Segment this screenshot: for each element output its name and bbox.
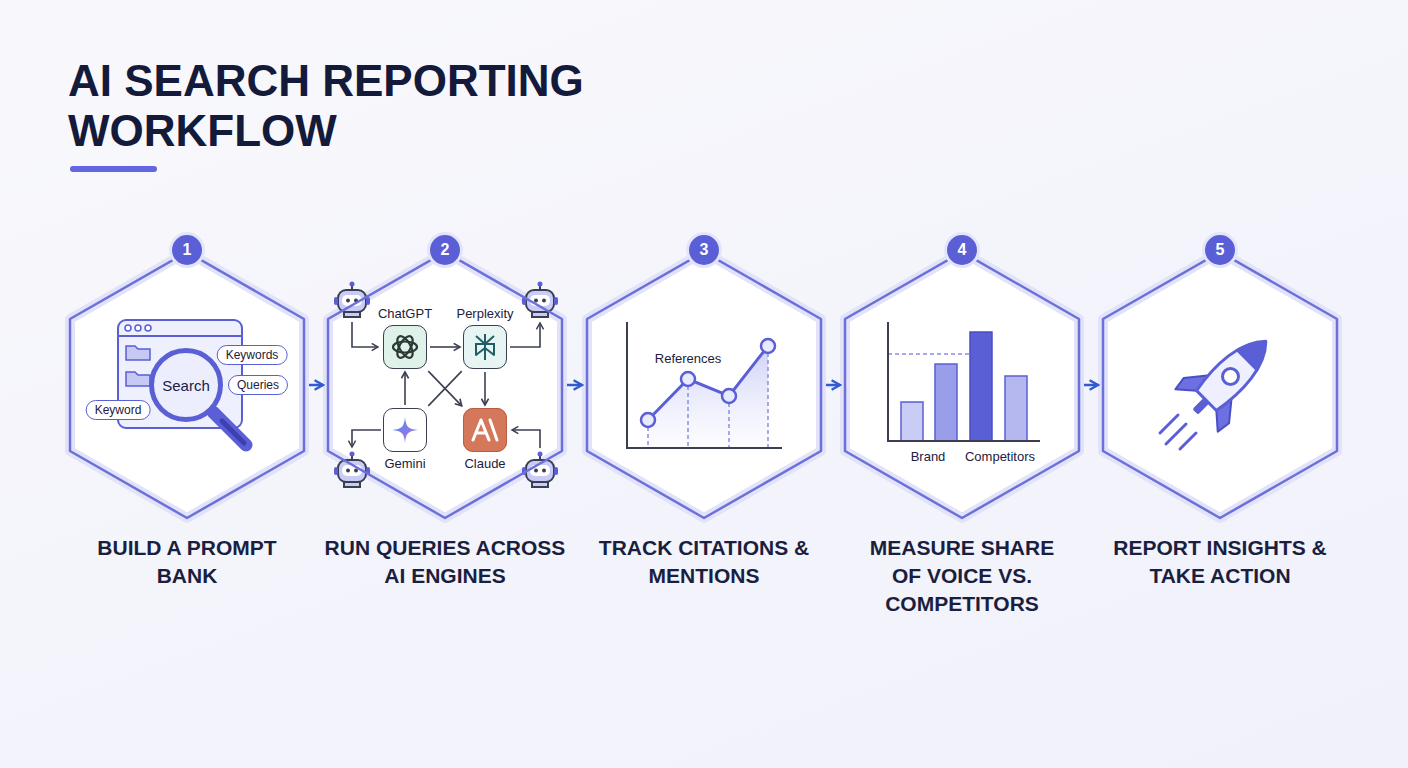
ai-engine-tile: Perplexity [463,325,507,369]
ai-engine-tile: ChatGPT [383,325,427,369]
step-caption: RUN QUERIES ACROSS AI ENGINES [325,536,566,587]
step-caption: REPORT INSIGHTS & TAKE ACTION [1113,536,1327,587]
pill-text: Keyword [95,403,142,417]
step-hexagon: REPORT INSIGHTS & TAKE ACTION5 [1101,250,1339,520]
hexagon-outline [843,250,1081,520]
engine-arrow [484,372,486,405]
keyword-pill: Queries [228,375,288,395]
flow-arrow [567,384,582,387]
engine-name-box: ChatGPT [378,306,432,321]
engine-name: Gemini [384,456,425,471]
step-number: 1 [169,232,205,268]
keyword-pill: Keyword [86,400,151,420]
caption-box: TRACK CITATIONS & MENTIONS [591,534,817,590]
ai-engine-tile: Gemini [383,408,427,452]
pill-text: Queries [237,378,279,392]
caption-box: BUILD A PROMPT BANK [92,534,282,590]
caption-box: RUN QUERIES ACROSS AI ENGINES [314,534,576,590]
step-number: 3 [686,232,722,268]
search-lens: Search [149,348,223,422]
engine-arrow [428,371,461,406]
hexagon-outline [1101,250,1339,520]
step-hexagon: BUILD A PROMPT BANK1KeywordsSearchQuerie… [68,250,306,520]
step-hexagon: MEASURE SHARE OF VOICE VS. COMPETITORS4 [843,250,1081,520]
chart-label: References [655,351,721,366]
chart-label: Competitors [965,449,1035,464]
engine-arrow [430,346,460,348]
flow-arrow [309,384,323,387]
step-number: 4 [944,232,980,268]
step-number-text: 5 [1216,241,1225,259]
pill-text: Keywords [226,348,279,362]
page-title: AI SEARCH REPORTING WORKFLOW [68,56,668,156]
step-number-text: 3 [700,241,709,259]
step-number-text: 2 [441,241,450,259]
step-number: 5 [1202,232,1238,268]
step-number-text: 4 [958,241,967,259]
engine-name: Claude [464,456,505,471]
engine-name-box: Claude [464,456,505,471]
engine-arrow [404,372,406,405]
step-caption: TRACK CITATIONS & MENTIONS [599,536,809,587]
search-text: Search [162,377,210,394]
step-number-text: 1 [183,241,192,259]
step-caption: MEASURE SHARE OF VOICE VS. COMPETITORS [870,536,1054,615]
engine-arrow [428,371,461,406]
flow-arrow [1084,384,1098,387]
step-hexagon: TRACK CITATIONS & MENTIONS3 [585,250,823,520]
ai-engine-tile: Claude [463,408,507,452]
hexagon-outline [585,250,823,520]
caption-box: REPORT INSIGHTS & TAKE ACTION [1107,534,1333,590]
step-hexagon: RUN QUERIES ACROSS AI ENGINES2ChatGPTPer… [326,250,564,520]
step-caption: BUILD A PROMPT BANK [97,536,276,587]
step-number: 2 [427,232,463,268]
chart-label: Brand [911,449,946,464]
engine-name-box: Perplexity [456,306,513,321]
engine-name: Perplexity [456,306,513,321]
hexagon-outline [326,250,564,520]
flow-arrow [826,384,840,387]
engine-name-box: Gemini [384,456,425,471]
caption-box: MEASURE SHARE OF VOICE VS. COMPETITORS [856,534,1068,618]
keyword-pill: Keywords [217,345,288,365]
engine-name: ChatGPT [378,306,432,321]
